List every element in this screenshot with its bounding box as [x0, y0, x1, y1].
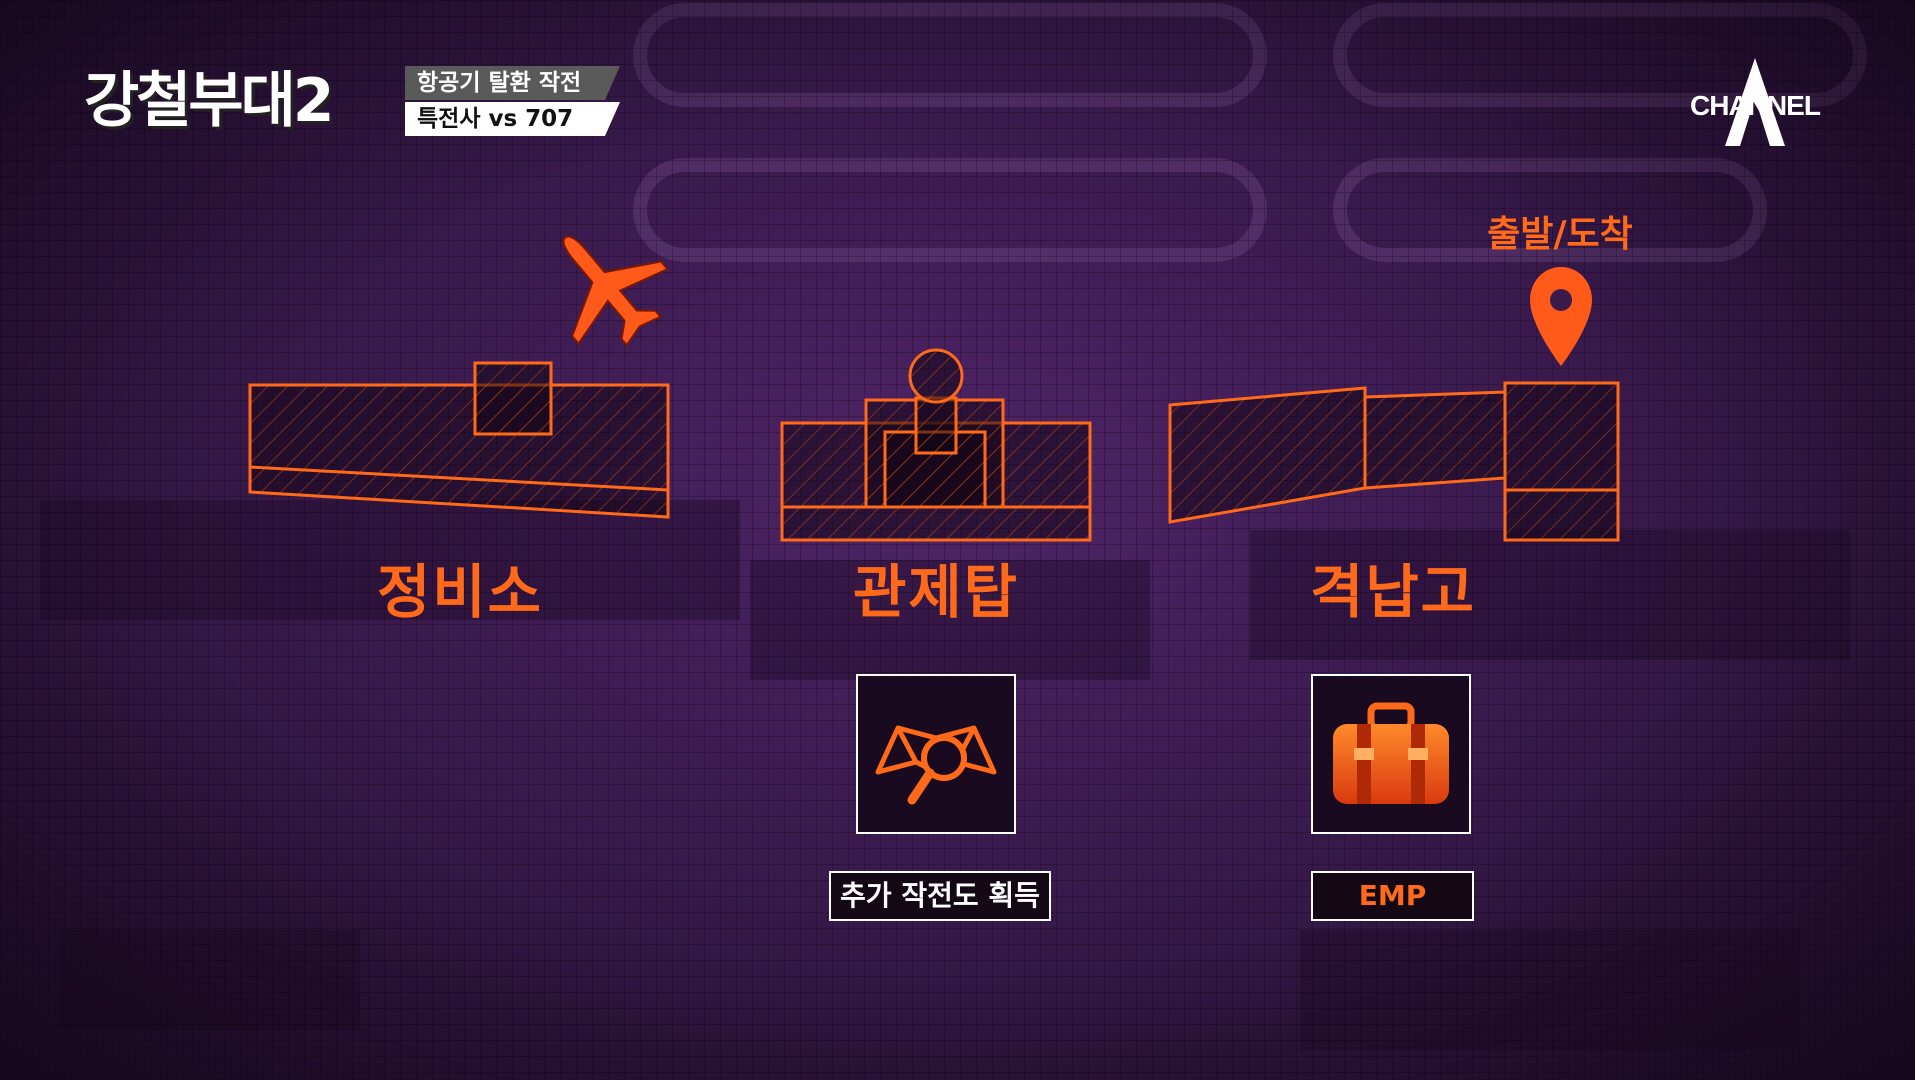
maintenance-label: 정비소: [376, 558, 544, 626]
control-tower-label: 관제탑: [852, 558, 1020, 626]
hangar-label: 격납고: [1309, 558, 1477, 626]
hangar-outline: [1168, 381, 1620, 542]
mission-title: 항공기 탈환 작전: [405, 66, 620, 100]
airplane-icon: [562, 235, 670, 347]
channel-logo-text: CHANNEL: [1690, 90, 1821, 121]
map-search-icon: [875, 725, 997, 805]
bag-icon: [1333, 702, 1449, 804]
map-search-icon-box: [856, 674, 1016, 834]
maintenance-building-outline: [248, 361, 670, 519]
control-tower-outline: [780, 348, 1092, 542]
channel-a-logo: CHANNEL: [1690, 58, 1821, 148]
location-pin-icon: [1530, 267, 1592, 366]
matchup-label: 특전사 vs 707: [405, 102, 620, 136]
departure-arrival-label: 출발/도착: [1487, 214, 1633, 255]
channel-a-icon: [1725, 58, 1785, 146]
reward-emp-label: EMP: [1311, 871, 1474, 921]
reward-additional-map-label: 추가 작전도 획득: [829, 871, 1051, 921]
emp-bag-icon-box: [1311, 674, 1471, 834]
show-logo: 강철부대2: [84, 66, 335, 136]
